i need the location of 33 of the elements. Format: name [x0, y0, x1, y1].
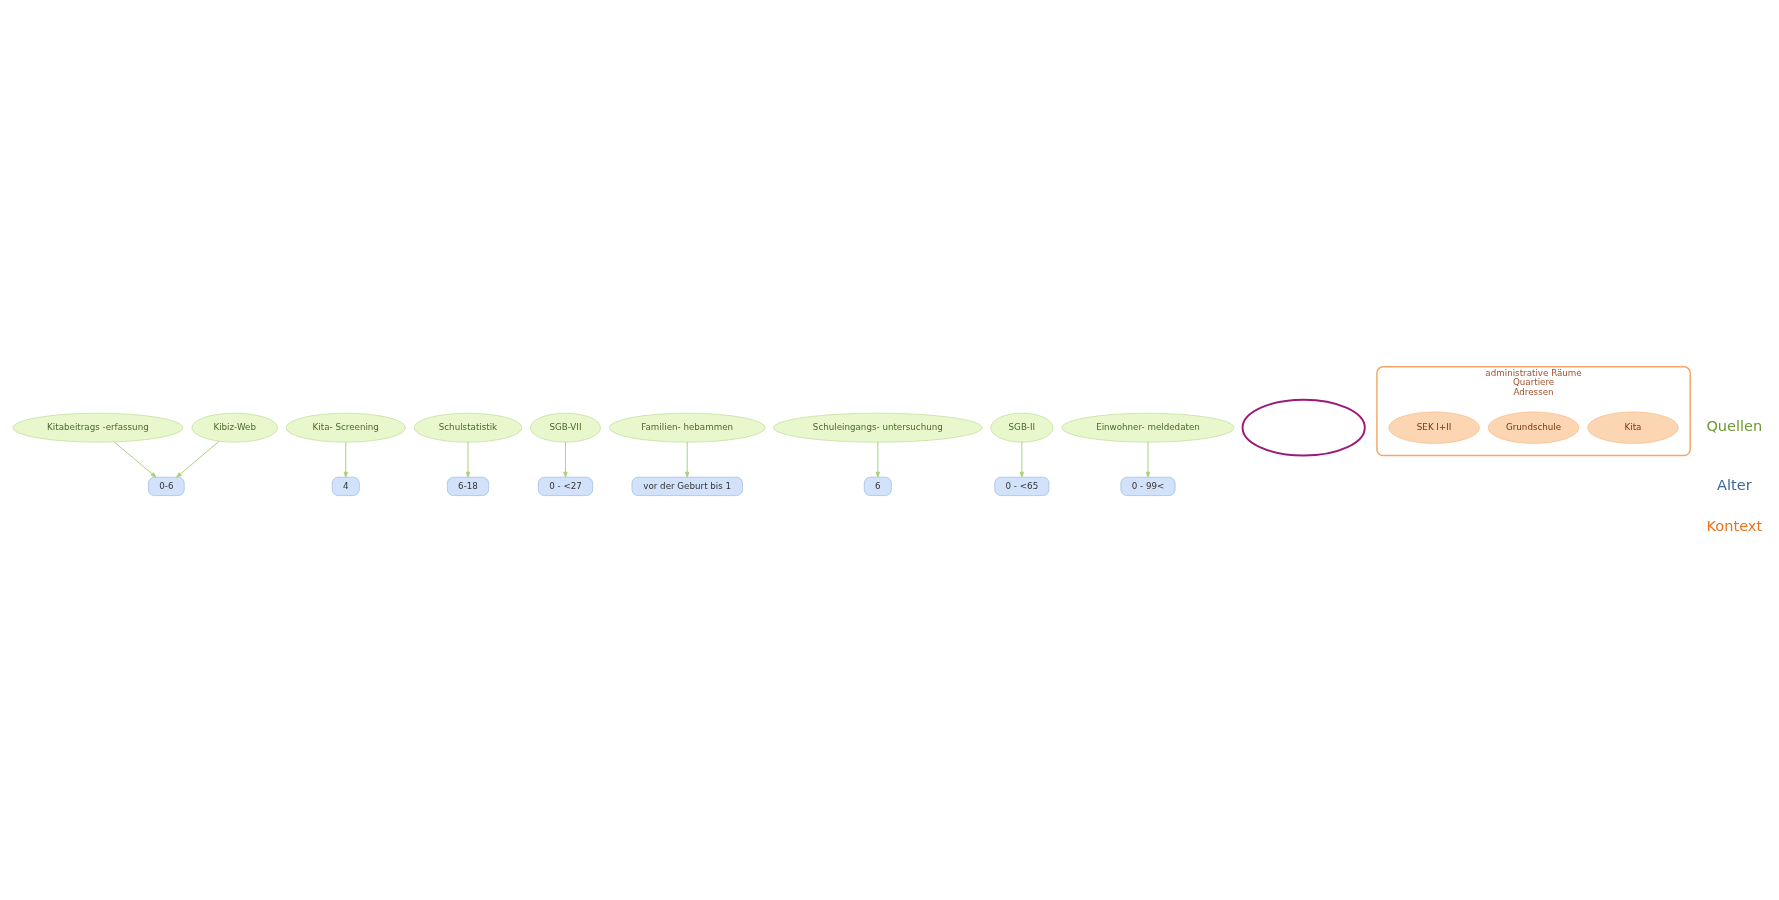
node-box: 0 - <65	[994, 476, 1050, 496]
node-box: 0 - 99<	[1120, 476, 1176, 496]
node-box: 6-18	[447, 476, 489, 496]
label: Quellen	[1706, 417, 1763, 435]
node-box: 4	[331, 476, 360, 496]
arrow	[465, 441, 471, 478]
node-ellipse: Familien- hebammen	[609, 412, 766, 443]
node-ellipse: Grundschule	[1487, 411, 1580, 444]
node-box: 0 - <27	[538, 476, 593, 496]
node-ellipse: SGB-II	[990, 412, 1054, 443]
node-box: vor der Geburt bis 1	[631, 476, 743, 496]
node-ellipse: Kita- Screening	[285, 412, 406, 443]
arrow	[176, 440, 220, 478]
node-ellipse: SEK I+II	[1388, 411, 1480, 444]
label: Kontext	[1706, 516, 1763, 534]
arrow	[563, 441, 568, 478]
arrow	[113, 441, 157, 478]
label: Alter	[1717, 476, 1752, 494]
arrow	[685, 441, 690, 478]
arrow	[343, 441, 348, 478]
node-ellipse: SGB-VII	[530, 412, 601, 443]
node-ellipse: Schulstatistik	[413, 412, 523, 443]
node-ellipse: Kitabeitrags -erfassung	[12, 412, 184, 443]
node-box: 6	[864, 476, 892, 496]
node-ellipse: Kibiz-Web	[191, 412, 278, 443]
node-box: 0-6	[148, 476, 185, 496]
arrow	[1019, 441, 1025, 478]
node-ellipse	[1241, 398, 1366, 457]
arrow	[875, 441, 880, 478]
node-ellipse: Einwohner- meldedaten	[1061, 412, 1235, 443]
arrow	[1145, 441, 1151, 478]
node-ellipse: Schuleingangs- untersuchung	[773, 412, 983, 443]
node-ellipse: Kita	[1587, 411, 1679, 444]
